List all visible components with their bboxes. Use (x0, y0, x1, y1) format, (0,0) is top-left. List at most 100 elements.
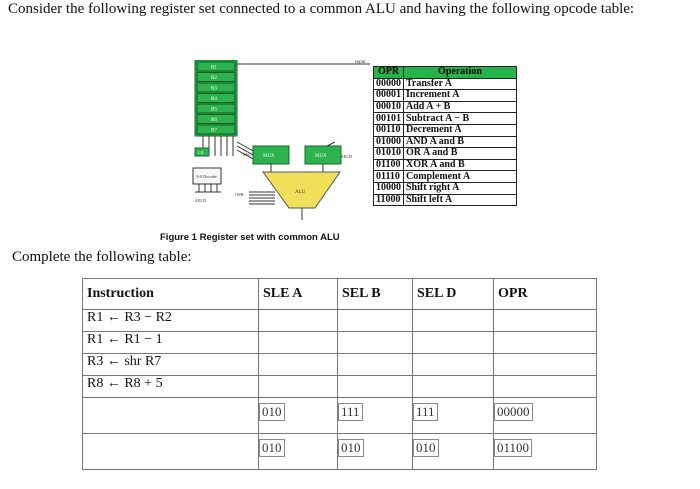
alu-shape (262, 171, 341, 209)
answer-cell[interactable]: 111 (337, 397, 413, 434)
table-row: R3 ← shr R7 (82, 353, 597, 376)
opcode-operation: AND A and B (403, 135, 517, 149)
answer-cell[interactable]: 00000 (493, 397, 597, 434)
selb-label: SELB (341, 154, 352, 159)
answer-cell[interactable]: 01100 (493, 433, 597, 470)
answer-cell[interactable] (337, 331, 413, 354)
opcode-code: 00110 (373, 123, 404, 137)
instruction-cell: R3 ← shr R7 (82, 353, 259, 376)
opcode-header-operation: Operation (403, 66, 517, 79)
filled-value: 111 (413, 403, 438, 421)
opcode-header-opr: OPR (373, 66, 404, 79)
table-row: R1 ← R3 − R2 (82, 309, 597, 332)
header-instruction: Instruction (82, 278, 259, 310)
filled-value: 010 (413, 439, 439, 457)
answer-cell[interactable]: 010 (258, 433, 338, 470)
opcode-operation: XOR A and B (403, 158, 517, 172)
register-label: R6 (211, 118, 217, 123)
answer-cell[interactable]: 010 (337, 433, 413, 470)
answer-cell[interactable] (412, 331, 494, 354)
answer-cell[interactable] (258, 309, 338, 332)
alu-label: ALU (295, 190, 306, 195)
answer-cell[interactable] (493, 353, 597, 376)
answer-cell[interactable]: 111 (412, 397, 494, 434)
opcode-code: 00000 (373, 77, 404, 91)
mux-a-label: MUX (263, 154, 275, 159)
answer-cell[interactable] (337, 353, 413, 376)
answer-cell[interactable] (412, 375, 494, 398)
instruction-cell (82, 433, 259, 470)
opcode-code: 01100 (373, 158, 404, 172)
filled-value: 010 (259, 439, 285, 457)
figure-caption: Figure 1 Register set with common ALU (160, 232, 340, 243)
opcode-operation: OR A and B (403, 147, 517, 160)
table-row: R8 ← R8 + 5 (82, 375, 597, 398)
register-label: R3 (211, 87, 217, 92)
opcode-code: 00001 (373, 89, 404, 102)
filled-value: 111 (338, 403, 363, 421)
opcode-code: 00010 (373, 100, 404, 114)
answer-cell[interactable] (258, 353, 338, 376)
opcode-operation: Shift right A (403, 181, 517, 195)
answer-cell[interactable] (258, 375, 338, 398)
answer-cell[interactable] (493, 375, 597, 398)
register-box (196, 72, 236, 82)
complete-instruction: Complete the following table: (12, 249, 192, 265)
opcode-code: 01000 (373, 135, 404, 149)
instruction-cell: R1 ← R3 − R2 (82, 309, 259, 332)
register-box (196, 103, 236, 114)
question-intro: Consider the following register set conn… (8, 1, 635, 17)
register-label: R4 (211, 97, 217, 102)
instruction-cell: R8 ← R8 + 5 (82, 375, 259, 398)
answer-cell[interactable] (493, 331, 597, 354)
instruction-cell: R1 ← R1 − 1 (82, 331, 259, 354)
header-sel-b: SEL B (337, 278, 413, 310)
filled-value: 010 (338, 439, 364, 457)
answer-cell[interactable] (412, 309, 494, 332)
seld-label: SELD (195, 198, 207, 203)
filled-value: 00000 (494, 403, 533, 421)
answer-cell[interactable]: 010 (258, 397, 338, 434)
opcode-operation: Complement A (403, 170, 517, 183)
answer-cell[interactable]: 010 (412, 433, 494, 470)
decoder-label: 3×8 Decoder (196, 174, 217, 179)
opcode-code: 01110 (373, 170, 404, 183)
register-box (196, 124, 236, 135)
register-box (196, 82, 236, 93)
opcode-operation: Transfer A (403, 77, 517, 91)
opcode-operation: Add A + B (403, 100, 517, 114)
mux-b-label: MUX (315, 154, 327, 159)
sela-label: SELA (243, 152, 255, 157)
answer-cell[interactable] (258, 331, 338, 354)
register-label: R1 (211, 66, 217, 71)
answer-cell[interactable] (337, 375, 413, 398)
header-opr: OPR (493, 278, 597, 310)
table-row: R1 ← R1 − 1 (82, 331, 597, 354)
opcode-operation: Decrement A (403, 123, 517, 137)
decoder-box (192, 167, 222, 185)
header-sel-d: SEL D (412, 278, 494, 310)
answer-cell[interactable] (337, 309, 413, 332)
instruction-cell (82, 397, 259, 434)
ld-label: LD (198, 150, 203, 155)
input-label: Input (355, 60, 366, 65)
opcode-code: 00101 (373, 112, 404, 125)
register-box (196, 114, 236, 124)
answer-cell[interactable] (493, 309, 597, 332)
opcode-operation: Subtract A − B (403, 112, 517, 125)
answer-cell[interactable] (412, 353, 494, 376)
opcode-code: 11000 (373, 193, 404, 207)
